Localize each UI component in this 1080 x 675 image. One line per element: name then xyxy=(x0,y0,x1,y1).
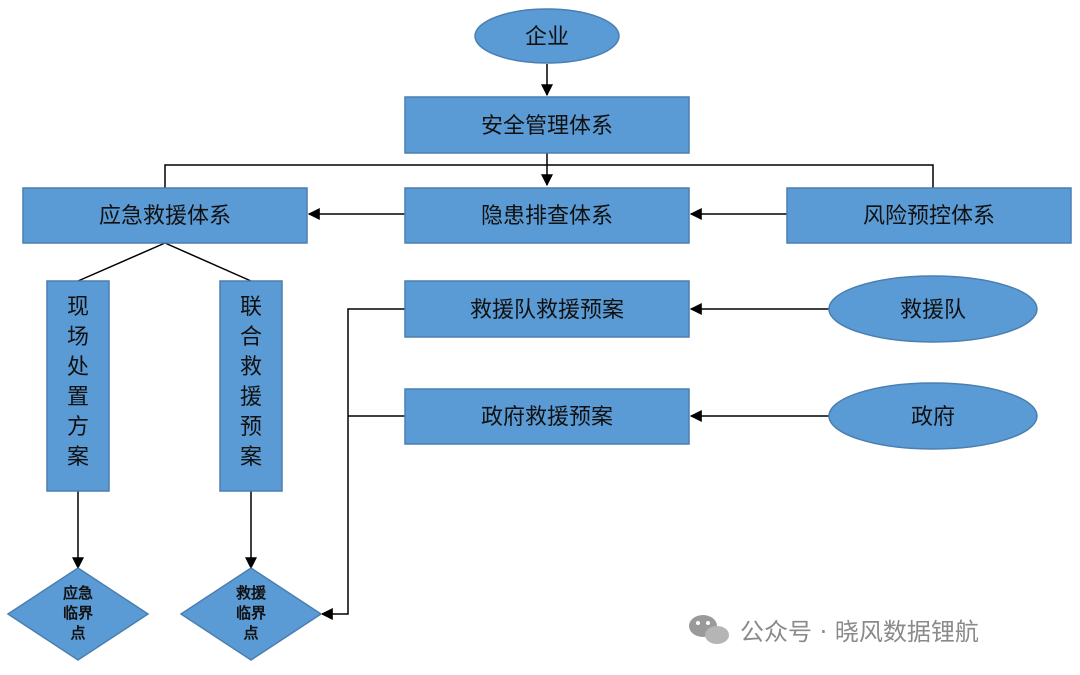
line-emergency-to-joint xyxy=(164,242,252,282)
node-emergency-critical-point: 应急 临界 点 xyxy=(6,567,150,661)
node-emergency-critical-label: 应急 xyxy=(63,584,93,602)
node-rescue-critical-point: 救援 临界 点 xyxy=(179,567,323,661)
branch-line-safety xyxy=(164,164,934,188)
node-onsite-plan: 现 场 处 置 方 案 xyxy=(46,280,110,492)
node-government: 政府 xyxy=(828,382,1038,450)
connectors xyxy=(72,64,934,620)
node-rescue-critical-label: 临界 xyxy=(236,604,266,622)
arrow-plans-to-rescue-critical xyxy=(320,308,405,620)
node-rescue-critical-label: 救援 xyxy=(236,584,267,602)
node-joint-plan-char: 合 xyxy=(240,325,262,350)
node-hazard-system: 隐患排查体系 xyxy=(404,187,690,244)
node-joint-plan-char: 援 xyxy=(240,385,262,410)
node-rescue-team-label: 救援队 xyxy=(900,298,966,323)
node-joint-plan-char: 联 xyxy=(240,295,262,320)
watermark: 公众号 · 晓风数据锂航 xyxy=(689,615,979,646)
node-government-plan: 政府救援预案 xyxy=(404,388,690,445)
node-joint-plan-char: 预 xyxy=(240,415,262,440)
node-joint-plan-char: 案 xyxy=(240,445,262,470)
node-joint-plan-char: 救 xyxy=(240,355,262,380)
node-risk-system: 风险预控体系 xyxy=(786,187,1072,244)
node-emergency-system: 应急救援体系 xyxy=(22,187,308,244)
node-onsite-plan-char: 现 xyxy=(67,295,89,320)
node-rescue-team: 救援队 xyxy=(828,275,1038,343)
node-government-label: 政府 xyxy=(911,405,955,430)
node-onsite-plan-char: 案 xyxy=(67,445,89,470)
node-government-plan-label: 政府救援预案 xyxy=(481,405,613,430)
node-emergency-system-label: 应急救援体系 xyxy=(99,204,231,229)
node-enterprise: 企业 xyxy=(474,8,620,64)
node-rescue-team-plan: 救援队救援预案 xyxy=(404,280,690,338)
node-emergency-critical-label: 临界 xyxy=(63,604,93,622)
node-joint-plan: 联 合 救 援 预 案 xyxy=(219,280,283,492)
node-safety-system-label: 安全管理体系 xyxy=(481,114,613,139)
node-emergency-critical-label: 点 xyxy=(70,624,85,642)
node-rescue-team-plan-label: 救援队救援预案 xyxy=(470,298,624,323)
watermark-text: 公众号 · 晓风数据锂航 xyxy=(740,618,979,646)
wechat-icon xyxy=(689,615,729,644)
node-hazard-system-label: 隐患排查体系 xyxy=(481,204,613,229)
node-onsite-plan-char: 方 xyxy=(67,415,89,440)
node-onsite-plan-char: 处 xyxy=(67,355,89,380)
node-rescue-critical-label: 点 xyxy=(243,624,258,642)
node-safety-system: 安全管理体系 xyxy=(404,96,690,154)
node-enterprise-label: 企业 xyxy=(525,25,569,50)
line-emergency-to-onsite xyxy=(77,242,166,282)
node-onsite-plan-char: 置 xyxy=(67,385,89,410)
node-onsite-plan-char: 场 xyxy=(67,325,89,350)
node-risk-system-label: 风险预控体系 xyxy=(863,204,995,229)
